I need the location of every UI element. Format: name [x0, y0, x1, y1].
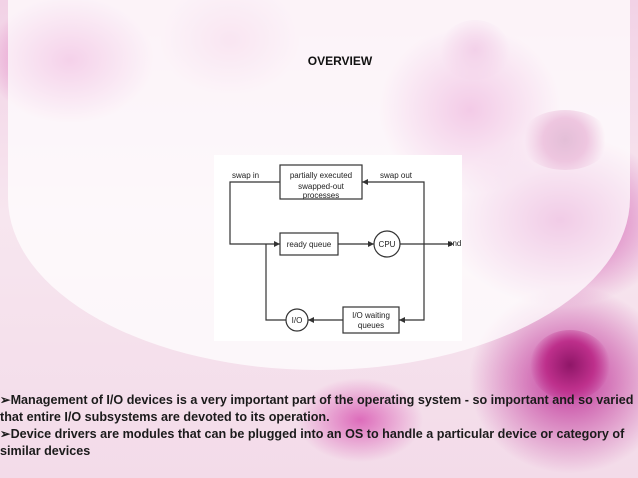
- bullet-marker: ➢: [0, 427, 11, 441]
- scheduling-diagram: swap in swap out partially executed swap…: [214, 155, 462, 341]
- io-waiting-label-2: queues: [357, 321, 385, 330]
- cpu-label: CPU: [378, 240, 396, 249]
- arrowhead: [308, 317, 314, 323]
- bullet-text: Management of I/O devices is a very impo…: [0, 393, 634, 424]
- io-to-ready-path: [265, 244, 286, 321]
- bullet-list: ➢Management of I/O devices is a very imp…: [0, 392, 636, 460]
- arrowhead: [399, 317, 405, 323]
- io-waiting-label-1: I/O waiting: [352, 311, 390, 320]
- arrowhead: [368, 241, 374, 247]
- slide-title: OVERVIEW: [307, 54, 373, 68]
- arrowhead: [448, 241, 454, 247]
- partially-executed-label-2: swapped-out processes: [298, 182, 344, 200]
- io-label: I/O: [291, 316, 303, 325]
- diagram-graphic: [214, 155, 462, 341]
- bullet-item: ➢Device drivers are modules that can be …: [0, 426, 636, 460]
- end-label: end: [448, 239, 462, 248]
- swap-in-path: [229, 181, 280, 245]
- orchid-petal: [530, 330, 610, 400]
- swap-out-path: [362, 181, 425, 244]
- bullet-marker: ➢: [0, 393, 11, 407]
- swap-in-label: swap in: [232, 171, 260, 180]
- swap-out-label: swap out: [380, 171, 413, 180]
- cpu-to-io-wait-path: [399, 244, 425, 321]
- bullet-text: Device drivers are modules that can be p…: [0, 427, 625, 458]
- bullet-item: ➢Management of I/O devices is a very imp…: [0, 392, 636, 426]
- ready-queue-label: ready queue: [286, 240, 332, 249]
- partially-executed-label-1: partially executed: [289, 171, 353, 180]
- arrowhead: [274, 241, 280, 247]
- arrowhead: [362, 179, 368, 185]
